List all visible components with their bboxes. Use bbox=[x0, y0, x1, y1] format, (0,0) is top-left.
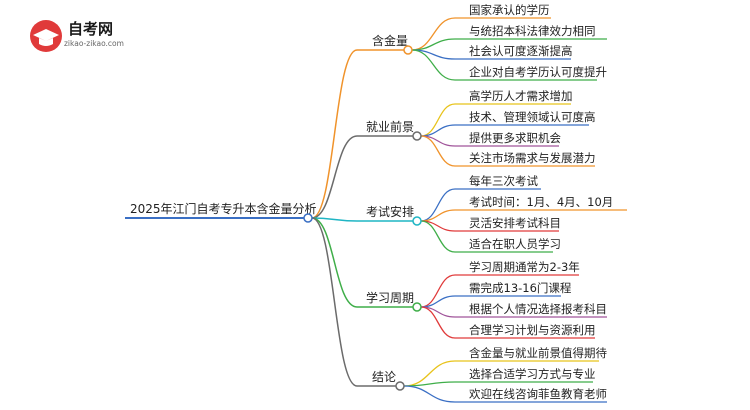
leaf-link bbox=[411, 49, 456, 81]
leaf-label: 技术、管理领域认可度高 bbox=[469, 110, 596, 124]
branch-link bbox=[311, 135, 358, 219]
leaf-label: 关注市场需求与发展潜力 bbox=[469, 151, 596, 165]
leaf-label: 企业对自考学历认可度提升 bbox=[469, 65, 607, 79]
leaf-label: 提供更多求职机会 bbox=[469, 131, 561, 145]
root-node-dot bbox=[303, 213, 313, 223]
branch-label: 结论 bbox=[372, 370, 396, 384]
leaf-label: 社会认可度逐渐提高 bbox=[469, 44, 573, 58]
branch-label: 考试安排 bbox=[366, 204, 414, 219]
branch-link bbox=[311, 217, 358, 222]
leaf-label: 含金量与就业前景值得期待 bbox=[469, 346, 607, 360]
leaf-label: 每年三次考试 bbox=[469, 174, 538, 188]
leaf-label: 国家承认的学历 bbox=[469, 3, 550, 17]
branch-link bbox=[311, 217, 358, 308]
branch-node-dot bbox=[395, 381, 405, 391]
leaf-label: 选择合适学习方式与专业 bbox=[469, 367, 596, 381]
leaf-link bbox=[403, 385, 456, 403]
branch-label: 就业前景 bbox=[366, 119, 414, 134]
logo-title: 自考网 bbox=[68, 20, 113, 38]
leaf-label: 与统招本科法律效力相同 bbox=[469, 24, 596, 38]
leaf-label: 灵活安排考试科目 bbox=[469, 216, 561, 230]
mindmap-nodes: 2025年江门自考专升本含金量分析 含金量 国家承认的学历与统招本科法律效力相同社会… bbox=[130, 3, 613, 401]
leaf-link bbox=[420, 135, 456, 167]
leaf-label: 学习周期通常为2-3年 bbox=[469, 260, 580, 274]
logo: 自考网 zikao-zikao.com bbox=[30, 20, 124, 52]
logo-url: zikao-zikao.com bbox=[64, 39, 124, 48]
mindmap-links bbox=[125, 17, 627, 403]
branch-node-dot bbox=[412, 131, 422, 141]
branch-link bbox=[311, 217, 358, 387]
leaf-label: 考试时间：1月、4月、10月 bbox=[469, 195, 613, 209]
leaf-label: 根据个人情况选择报考科目 bbox=[469, 302, 607, 316]
leaf-label: 欢迎在线咨询菲鱼教育老师 bbox=[469, 387, 607, 401]
leaf-label: 适合在职人员学习 bbox=[469, 237, 561, 251]
branch-node-dot bbox=[403, 45, 413, 55]
leaf-label: 需完成13-16门课程 bbox=[469, 281, 572, 295]
branch-label: 含金量 bbox=[372, 33, 408, 48]
leaf-link bbox=[403, 381, 456, 387]
leaf-link bbox=[420, 306, 456, 339]
leaf-link bbox=[420, 220, 456, 253]
branch-link bbox=[311, 49, 358, 219]
root-node-label: 2025年江门自考专升本含金量分析 bbox=[130, 201, 317, 216]
graduation-cap-icon bbox=[33, 29, 59, 46]
leaf-label: 高学历人才需求增加 bbox=[469, 89, 573, 103]
branch-node-dot bbox=[412, 216, 422, 226]
branch-label: 学习周期 bbox=[366, 290, 414, 305]
branch-node-dot bbox=[412, 302, 422, 312]
leaf-label: 合理学习计划与资源利用 bbox=[469, 323, 596, 337]
